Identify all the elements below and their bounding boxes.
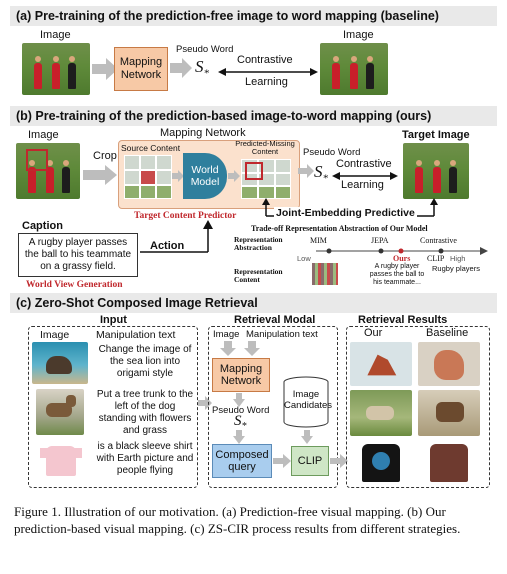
arrow-a2 [170, 58, 192, 78]
panel-a-image-label: Image [40, 29, 71, 41]
candidates-down-arrow [301, 430, 313, 444]
rugby-photo-b [16, 143, 80, 199]
retrieval-modal-label: Retrieval Modal [234, 314, 316, 326]
jepa-label: JEPA [371, 236, 389, 245]
pink-shirt-photo [40, 440, 82, 480]
source-content-grid [124, 155, 172, 199]
crop-label: Crop [93, 150, 117, 162]
baseline-col-label: Baseline [426, 327, 469, 339]
mim-pixel-icon [312, 263, 338, 285]
manip-text-1: Change the image of the sea lion into or… [98, 344, 192, 379]
image-candidates-cylinder [283, 376, 329, 428]
pseudo-word-b: Pseudo Word [303, 147, 361, 158]
result-baseline-origami [418, 342, 480, 386]
panel-a-title: (a) Pre-training of the prediction-free … [10, 6, 497, 26]
rm-image-label: Image [213, 329, 240, 340]
clip-box: CLIP [291, 446, 329, 476]
source-content-label: Source Content [121, 143, 181, 153]
arrow-a1 [92, 58, 118, 80]
panel-a-image-label-right: Image [343, 29, 374, 41]
joint-embedding-label: Joint-Embedding Predictive [274, 207, 417, 219]
crop-arrow [83, 165, 117, 185]
double-arrow-b [332, 172, 398, 180]
mapping-network-a: Mapping Network [114, 47, 168, 91]
pseudo-word-a: Pseudo Word [176, 44, 234, 55]
query-to-clip-arrow [273, 454, 291, 468]
world-model-box: World Model [183, 153, 227, 199]
clip-label: CLIP [427, 254, 445, 263]
sea-lion-photo [32, 342, 88, 384]
result-our-shirt [354, 440, 408, 484]
contrastive-a: Contrastive [237, 54, 293, 66]
retrieval-results-box [346, 326, 490, 488]
low-label: Low [297, 254, 311, 263]
action-arrow [140, 220, 213, 253]
source-arrow [172, 170, 184, 182]
retrieval-results-label: Retrieval Results [358, 314, 448, 326]
predicted-missing-label: Predicted-Missing Content [235, 139, 295, 156]
rep-content-label: Representation Content [234, 267, 283, 284]
arrow-to-pseudo-b [298, 164, 314, 178]
abstraction-axis [316, 247, 488, 255]
image-candidates-label: Image Candidates [284, 389, 333, 411]
manip-text-3: is a black sleeve shirt with Earth pictu… [96, 441, 194, 476]
rep-abstraction-label: Representation Abstraction [234, 235, 283, 252]
clip-to-results-arrow [330, 454, 348, 468]
panel-b-title: (b) Pre-training of the prediction-based… [10, 106, 497, 126]
ours-text: A rugby player passes the ball to his te… [369, 263, 425, 286]
rm-down-arrow-2 [233, 393, 245, 407]
rm-down-arrows [220, 341, 260, 356]
caption-label: Caption [22, 220, 63, 232]
pseudo-word-symbol-a: S* [195, 57, 209, 80]
pseudo-word-c: Pseudo Word [212, 405, 270, 416]
target-image-label: Target Image [402, 129, 470, 141]
result-baseline-dog [418, 390, 480, 436]
rm-down-arrow-3 [233, 430, 245, 444]
retrieval-modal-box [208, 326, 338, 488]
rugby-photo-a-right [320, 43, 388, 95]
rm-manip-label: Manipulation text [246, 329, 318, 340]
action-label: Action [150, 240, 185, 252]
contrastive-b: Contrastive [336, 158, 392, 170]
predicted-content-grid [241, 159, 291, 199]
input-label: Input [100, 314, 127, 326]
learning-b: Learning [341, 179, 384, 191]
panel-c-title: (c) Zero-Shot Composed Image Retrieval [10, 293, 497, 313]
target-content-predictor-label: Target Content Predictor [134, 211, 237, 221]
result-our-origami [350, 342, 412, 386]
clip-text: Rugby players [432, 264, 480, 273]
input-box [28, 326, 198, 488]
dog-photo [36, 389, 84, 435]
manip-text-2: Put a tree trunk to the left of the dog … [96, 389, 194, 436]
ours-label: Ours [393, 254, 411, 263]
high-label: High [450, 254, 466, 263]
pseudo-word-symbol-c: S* [234, 413, 247, 432]
double-arrow-a [218, 68, 318, 76]
result-baseline-shirt [422, 440, 476, 484]
contrastive-axis-label: Contrastive [420, 236, 457, 245]
composed-query-box: Composed query [212, 444, 272, 478]
world-view-generation-label: World View Generation [26, 280, 123, 290]
learning-a: Learning [245, 76, 288, 88]
panel-b-image-label: Image [28, 129, 59, 141]
rugby-photo-a-left [22, 43, 90, 95]
predict-arrow [228, 170, 240, 182]
input-image-col: Image [40, 329, 70, 341]
figure-caption: Figure 1. Illustration of our motivation… [14, 504, 461, 536]
mim-label: MIM [310, 236, 327, 245]
result-our-dog [350, 390, 412, 436]
rugby-photo-target [403, 143, 469, 199]
mapping-network-b-label: Mapping Network [160, 127, 246, 139]
our-col-label: Our [364, 327, 383, 339]
input-manip-col: Manipulation text [96, 329, 176, 341]
caption-box: A rugby player passes the ball to his te… [18, 233, 138, 277]
tradeoff-title: Trade-off Representation Abstraction of … [251, 224, 428, 233]
pseudo-word-symbol-b: S* [314, 162, 328, 185]
mapping-network-c: Mapping Network [212, 358, 270, 392]
